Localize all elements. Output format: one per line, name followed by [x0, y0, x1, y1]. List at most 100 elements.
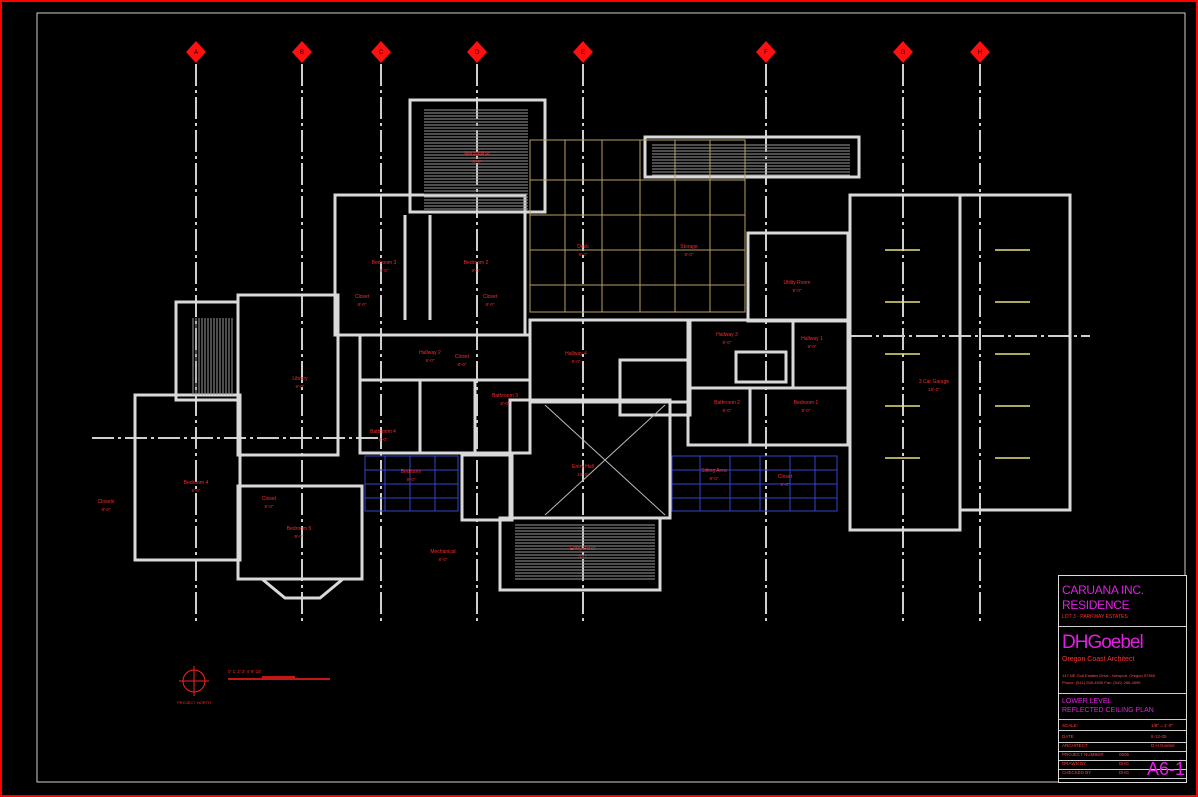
title-block: CARUANA INC. RESIDENCE LOT 3 - PARKWAY E… [1058, 575, 1187, 783]
meta-divider [1059, 751, 1186, 752]
firm-name: DHGoebel [1062, 632, 1144, 653]
room-name: Hallway 4 [565, 351, 587, 357]
room-name: 3 Car Garage [919, 379, 950, 385]
room-ceiling-height: 10'-0" [928, 387, 940, 392]
room-name: Hallway 1 [801, 336, 823, 342]
room-ceiling-height: 8'-0" [781, 482, 790, 487]
meta-divider [1059, 742, 1186, 743]
room-name: Closet [778, 474, 793, 480]
meta-divider [1059, 778, 1186, 779]
meta-label: ARCHITECT [1062, 743, 1088, 748]
room-ceiling-height: 9'-0" [572, 359, 581, 364]
room-ceiling-height: 8'-0" [102, 507, 111, 512]
grid-bubble-label: E [581, 50, 585, 56]
room-name: Hallway 2 [419, 350, 441, 356]
room-ceiling-height: 8'-0" [685, 252, 694, 257]
room-ceiling-height: 8'-0" [265, 504, 274, 509]
garage-lights [885, 249, 1030, 459]
grid-bubble-label: F [764, 50, 768, 56]
meta-label: DRAWN BY [1062, 761, 1087, 766]
grid-bubble-label: A [194, 50, 198, 56]
room-name: Utility Room [784, 280, 811, 286]
grid-bubble-h: H [970, 41, 990, 63]
grid-bubble-d: D [467, 41, 487, 63]
deck-framing [364, 455, 838, 512]
firm-phone: Phone: (541) 265-4505 Fax: (541) 265-459… [1062, 680, 1141, 685]
grid-bubble-a: A [186, 41, 206, 63]
room-name: Bedroom 5 [287, 526, 312, 532]
title-block-divider [1059, 626, 1186, 627]
room-ceiling-height: 9'-0" [808, 344, 817, 349]
room-name: Closet [483, 294, 498, 300]
room-ceiling-height: 8'-0" [473, 159, 482, 164]
room-name: Entry Hall [572, 464, 594, 470]
room-name: Bedroom 4 [184, 480, 209, 486]
sheet-border-inner [36, 12, 1186, 783]
coffered-ceiling [529, 139, 746, 313]
room-ceiling-height: 9'-0" [579, 252, 588, 257]
room-name: Bedroom 1 [794, 400, 819, 406]
grid-bubble-b: B [292, 41, 312, 63]
room-ceiling-height: 8'-0" [439, 557, 448, 562]
meta-value: 0505 [1119, 752, 1130, 757]
entry-ceiling-x [544, 404, 666, 516]
room-ceiling-height: 8'-0" [486, 302, 495, 307]
title-block-divider [1059, 719, 1186, 720]
sheet-title-line2: REFLECTED CEILING PLAN [1062, 707, 1154, 714]
grid-bubble-f: F [756, 41, 776, 63]
north-arrow [179, 666, 209, 696]
meta-value: DHG [1119, 770, 1129, 775]
room-name: Bedroom 3 [372, 260, 397, 266]
grid-bubble-label: H [978, 50, 982, 56]
room-ceiling-height: 9'-0" [472, 268, 481, 273]
room-name: Mechanical [464, 151, 489, 157]
room-ceiling-height: 9'-0" [407, 477, 416, 482]
project-name-line1: CARUANA INC. [1062, 583, 1144, 597]
meta-value: D.H.Goebel [1151, 743, 1175, 748]
room-name: Bathroom 3 [492, 393, 518, 399]
project-subtitle: LOT 3 - PARKWAY ESTATES [1062, 614, 1128, 620]
room-name: Deck [577, 244, 589, 250]
room-name: Bathroom 2 [714, 400, 740, 406]
room-ceiling-height: 9'-0" [192, 488, 201, 493]
meta-divider [1059, 769, 1186, 770]
room-name: Bedroom [401, 469, 421, 475]
room-name: Bathroom 4 [370, 429, 396, 435]
room-name: Closet [262, 496, 277, 502]
scale-value: 1/8" = 1'-0" [1151, 723, 1173, 728]
hatched-ceilings [192, 109, 850, 580]
grid-bubble-label: C [379, 50, 384, 56]
meta-divider [1059, 760, 1186, 761]
room-ceiling-height: 9'-0" [296, 384, 305, 389]
room-ceiling-height: 8'-0" [358, 302, 367, 307]
grid-bubble-g: G [893, 41, 913, 63]
room-ceiling-height: 9'-0" [710, 476, 719, 481]
room-name: Closet [355, 294, 370, 300]
room-name: Sitting Area [701, 468, 727, 474]
sheet-number: A6-1 [1147, 759, 1186, 779]
room-ceiling-height: 9'-0" [579, 554, 588, 559]
title-block-divider [1059, 730, 1186, 731]
room-ceiling-height: 9'-0" [380, 268, 389, 273]
meta-label: DATE [1062, 734, 1074, 739]
room-ceiling-height: 10'-0" [577, 472, 589, 477]
meta-value: DHG [1119, 761, 1129, 766]
meta-label: PROJECT NUMBER [1062, 752, 1104, 757]
room-name: Mechanical [430, 549, 455, 555]
grid-bubbles: A B C D E F G H [186, 41, 990, 63]
room-name: Storage [680, 244, 698, 250]
room-ceiling-height: 8'-0" [458, 362, 467, 367]
room-ceiling-height: 9'-0" [295, 534, 304, 539]
room-name: Closets [98, 499, 115, 505]
scale-bar-label: 0' 1' 2' 3' 4' 8' 16' [228, 669, 262, 674]
meta-value: 8-12-05 [1151, 734, 1167, 739]
building-walls [133, 98, 1072, 600]
grid-bubble-label: B [300, 50, 304, 56]
room-ceiling-height: 8'-0" [501, 401, 510, 406]
room-name: Closet [455, 354, 470, 360]
room-name: Library [292, 376, 308, 382]
grid-bubble-e: E [573, 41, 593, 63]
grid-bubble-label: G [901, 50, 906, 56]
